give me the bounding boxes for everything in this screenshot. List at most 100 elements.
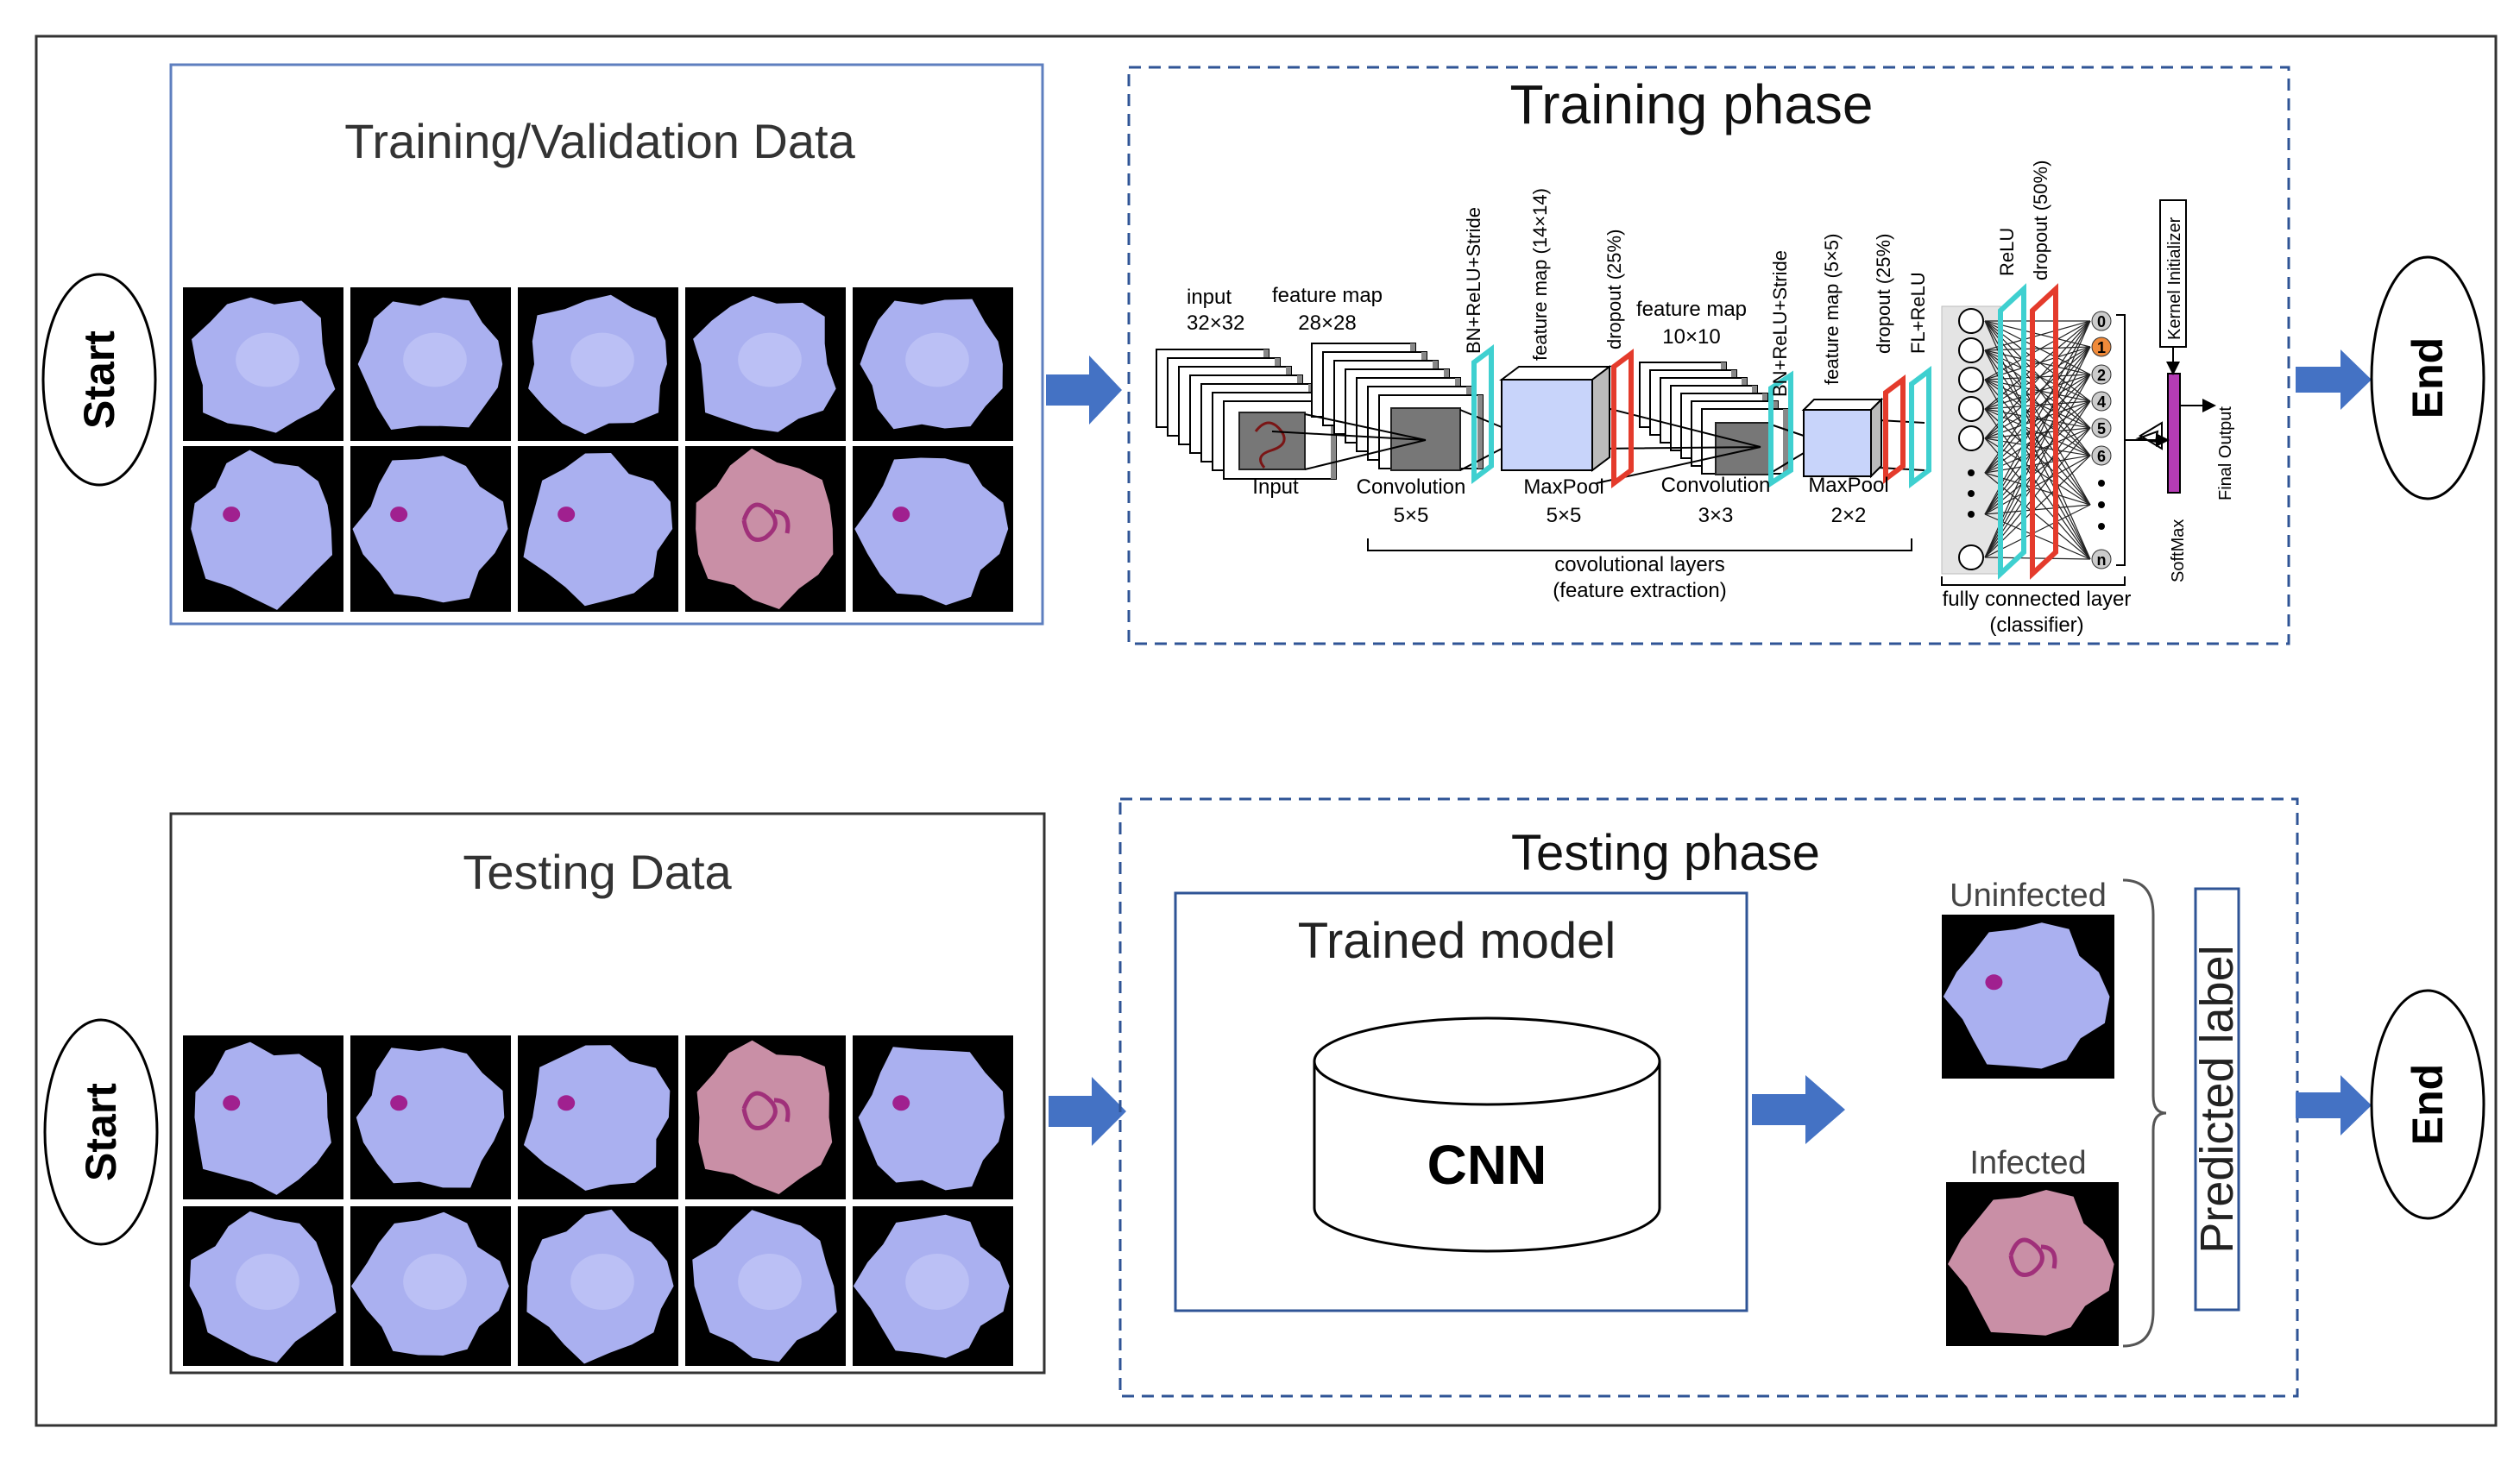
training-phase-box: Training phase [1127,66,2290,645]
arrow-to-testing-phase [1049,1077,1126,1146]
training-phase-title: Training phase [1510,73,1874,135]
label-fm1-size: 28×28 [1298,311,1356,335]
cnn-label: CNN [1427,1134,1547,1196]
output-node-label: 4 [2097,393,2106,411]
label-maxpool1: MaxPool [1523,475,1603,499]
output-node-label: n [2097,551,2107,569]
fc-bracket [1941,576,2126,586]
label-conv1: Convolution [1357,475,1466,499]
start-label: Start [77,1083,125,1181]
label-fm55: feature map (5×5) [1821,234,1843,385]
softmax-block [2133,199,2216,494]
output-node [2091,391,2112,412]
label-input-size: 32×32 [1187,311,1244,335]
testing-cell-image [518,1206,678,1366]
output-node-label: 6 [2097,448,2106,465]
output-node [2091,364,2112,385]
label-classifier: (classifier) [1989,613,2083,637]
training-cell-image [685,287,846,441]
end-node-bottom: End [2370,989,2485,1220]
conv2-kernel [1715,422,1772,475]
label-fm2: feature map [1636,298,1747,321]
infected-label: Infected [1969,1145,2086,1181]
uninfected-image [1942,915,2114,1079]
training-cell-image [518,287,678,441]
predicted-label-text: Predicted label [2191,945,2243,1253]
infected-image [1946,1182,2119,1346]
testing-data-panel: Testing Data [169,812,1046,1375]
label-dropout25b: dropout (25%) [1873,234,1894,354]
label-conv-layers: covolutional layers [1554,553,1724,576]
prediction-output: Uninfected Infected Predicted label [1942,878,2243,1348]
label-kernel-initializer: Kernel Initializer [2165,217,2184,340]
fc-nodes [1958,308,1984,570]
label-fc-layer: fully connected layer [1943,588,2132,611]
feature-map-stack-2 [1639,362,1789,475]
label-fl-relu: FL+ReLU [1907,272,1929,354]
label-maxpool2-size: 2×2 [1831,504,1867,527]
testing-cell-image [350,1035,511,1199]
cnn-cylinder: CNN [1313,1016,1661,1253]
label-conv2-size: 3×3 [1698,504,1734,527]
testing-cell-image [518,1035,678,1199]
start-node-bottom: Start [43,1018,159,1246]
maxpool2-box [1801,397,1884,479]
label-fm14: feature map (14×14) [1529,188,1551,361]
infected-cell-image [1946,1182,2119,1346]
output-node-label: 1 [2097,339,2106,356]
label-input-layer: Input [1252,475,1299,499]
arrow-to-training-phase [1046,355,1122,425]
training-data-title: Training/Validation Data [344,114,855,168]
fc-node [1958,367,1984,393]
fc-node [1958,396,1984,422]
relu-layer [1998,283,2026,580]
output-node [2091,311,2112,331]
fc-node [1958,425,1984,451]
testing-cell-image [350,1206,511,1366]
training-cell-image [853,287,1013,441]
conv-layers-bracket [1367,538,1912,551]
trained-model-box: Trained model CNN [1174,891,1748,1312]
output-node [2091,549,2112,569]
output-node [2091,445,2112,466]
uninfected-cell-image [1942,915,2114,1079]
label-softmax: SoftMax [2169,519,2188,582]
testing-cell-image [853,1206,1013,1366]
label-conv1-size: 5×5 [1394,504,1429,527]
start-node-top: Start [41,273,157,487]
training-cell-image [350,287,511,441]
label-relu: ReLU [1996,228,2018,276]
label-final-output: Final Output [2216,406,2235,500]
training-cell-image [853,446,1013,612]
label-bn2: BN+ReLU+Stride [1769,250,1791,397]
training-cell-image [518,446,678,612]
label-input: input [1187,286,1232,309]
training-data-panel: Training/Validation Data [169,63,1044,626]
input-kernel [1238,412,1306,470]
testing-cell-image [183,1206,343,1366]
uninfected-label: Uninfected [1950,878,2107,914]
outer-frame [35,35,2498,1427]
testing-data-title: Testing Data [463,845,732,899]
fc-node [1958,337,1984,363]
label-maxpool2: MaxPool [1808,474,1888,497]
training-cell-image [685,446,846,612]
arrow-to-end-bottom [2296,1075,2372,1136]
label-conv2: Convolution [1661,474,1771,497]
fc-node [1958,544,1984,570]
testing-cell-image [685,1206,846,1366]
start-label: Start [75,330,123,429]
training-image-grid [183,287,1013,612]
bn-relu-layer-1 [1471,344,1494,484]
testing-cell-image [853,1035,1013,1199]
predicted-label-box [2194,887,2240,1312]
maxpool1-box [1499,365,1612,472]
output-node-label: 5 [2097,420,2106,437]
testing-image-grid [183,1035,1013,1366]
label-bn1: BN+ReLU+Stride [1463,207,1484,354]
testing-cell-image [685,1035,846,1199]
dropout-layer-1 [1611,349,1634,488]
